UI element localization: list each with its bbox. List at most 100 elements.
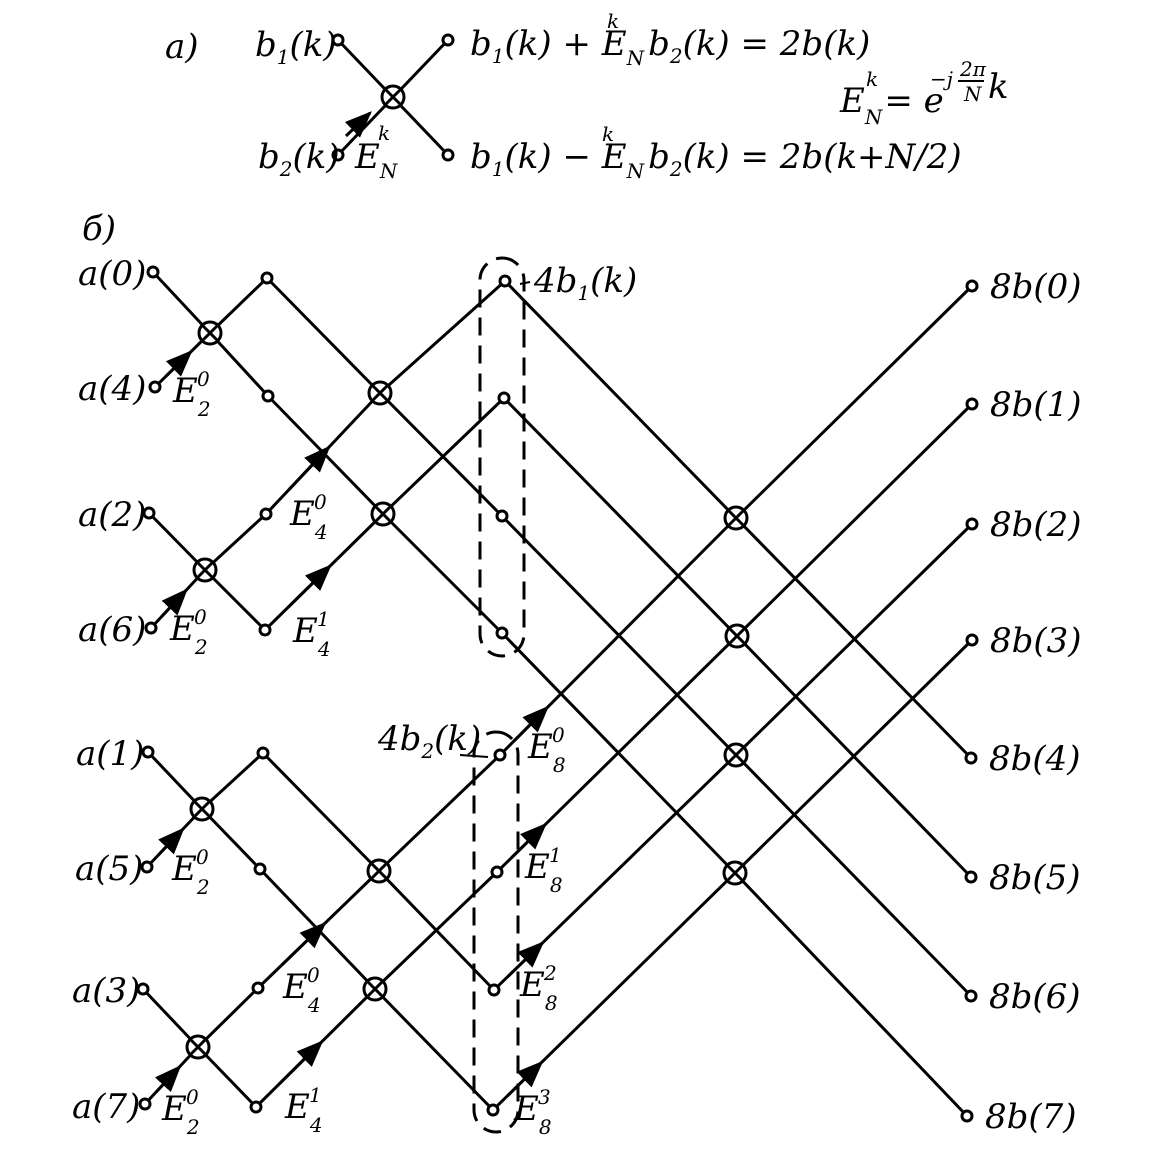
stage3-edge (735, 402, 974, 638)
input-node (142, 506, 156, 520)
output-node (965, 397, 979, 411)
stage3-twiddle-label-sup: 3 (538, 1085, 551, 1109)
stage2-node (498, 274, 512, 288)
twiddle-label: EN (354, 137, 399, 183)
stage3-edge (734, 522, 974, 757)
stage3-edge (733, 638, 974, 875)
stage1-edge (208, 276, 269, 335)
stage3-edge (500, 631, 737, 875)
stage3-edge (733, 871, 969, 1118)
input-node (331, 148, 345, 162)
stage2-node (487, 983, 501, 997)
twiddle-arrow (344, 111, 372, 138)
output-node (441, 148, 455, 162)
twiddle-sup: k (378, 121, 390, 145)
stage2-twiddle-arrow (287, 445, 331, 491)
stage3-twiddle-label: E8 (519, 965, 558, 1015)
group-label-leader (519, 281, 531, 285)
stage1-node (249, 1100, 263, 1114)
butterfly-multiplier (722, 860, 748, 886)
stage3-twiddle-arrow (513, 705, 550, 742)
stage1-edge (196, 1045, 258, 1109)
group-4b1-label: 4b1(k) (533, 261, 637, 305)
output-label: 8b(6) (989, 977, 1081, 1017)
stage2-twiddle-arrow (278, 1040, 324, 1085)
input-label: a(7) (72, 1087, 140, 1127)
stage3-edge (503, 279, 738, 520)
output-node (441, 33, 455, 47)
signal-flow-labels: a(0)a(4)a(2)a(6)a(1)a(5)a(3)a(7)8b(0)8b(… (72, 254, 1082, 1139)
input-label: a(0) (78, 254, 146, 294)
stage1-edge (203, 568, 267, 632)
stage2-twiddle-label-sup: 0 (314, 490, 327, 514)
stage1-node (256, 746, 270, 760)
svg-text:k: k (866, 67, 878, 91)
butterfly-multiplier (362, 976, 388, 1002)
stage2-node (497, 391, 511, 405)
stage3-edge (502, 396, 739, 638)
stage2-twiddle-label-sup: 0 (307, 963, 320, 987)
stage2-edge (265, 276, 382, 395)
stage1-twiddle-arrow (154, 1064, 182, 1094)
stage1-twiddle-arrow (160, 588, 188, 618)
svg-text:−j: −j (930, 67, 953, 91)
stage1-twiddle-label: E2 (171, 849, 210, 899)
signal-flow-nodes (136, 265, 979, 1123)
stage1-edge (146, 750, 204, 811)
stage1-twiddle-label-sup: 0 (196, 845, 209, 869)
stage1-twiddle-label: E2 (169, 609, 208, 659)
stage2-node (490, 865, 504, 879)
stage1-edge (200, 751, 265, 811)
butterfly-multiplier (366, 858, 392, 884)
stage1-twiddle-label-sup: 0 (186, 1085, 199, 1109)
stage3-edge (734, 284, 974, 520)
stage3-twiddle-arrow (507, 941, 545, 977)
input-node (146, 265, 160, 279)
stage3-twiddle-label: E8 (527, 727, 566, 777)
stage1-edge (141, 987, 200, 1049)
stage1-edge (208, 331, 270, 398)
twiddle-formula: EN= e k −j 2π N k (839, 57, 1009, 129)
stage1-edge (147, 511, 207, 572)
input-label: a(1) (76, 734, 144, 774)
stage1-edge (203, 512, 268, 572)
input-label: a(6) (78, 610, 146, 650)
stage3-twiddle-label-sup: 1 (549, 843, 562, 867)
stage2-twiddle-label-sup: 1 (317, 607, 330, 631)
stage3-edge (734, 753, 973, 998)
input-label: a(2) (78, 495, 146, 535)
output-node (965, 633, 979, 647)
output-label: 8b(7) (985, 1097, 1077, 1137)
stage1-twiddle-arrow (164, 350, 193, 378)
input-node (138, 1097, 152, 1111)
stage3-twiddle-arrow (510, 822, 547, 859)
output-node (964, 870, 978, 884)
stage2-edge (261, 751, 381, 873)
svg-text:EN= e: EN= e (839, 81, 944, 129)
stage2-twiddle-label: E4 (282, 967, 321, 1017)
butterfly-multiplier (370, 501, 396, 527)
group-label-leader (459, 754, 489, 758)
group-4b1-outline (478, 256, 526, 658)
stage2-edge (258, 867, 377, 991)
output-label: 8b(1) (990, 385, 1082, 425)
stage1-twiddle-label-sup: 0 (194, 605, 207, 629)
butterfly-multiplier (367, 380, 393, 406)
stage1-twiddle-label-sup: 0 (197, 367, 210, 391)
butterfly-multiplier (185, 1034, 211, 1060)
svg-text:k: k (988, 67, 1009, 107)
output-label: 8b(3) (990, 621, 1082, 661)
stage1-edge (196, 986, 260, 1049)
stage1-node (259, 507, 273, 521)
stage2-edge (266, 394, 385, 516)
svg-text:k: k (602, 122, 614, 146)
svg-text:k: k (607, 9, 619, 33)
stage2-node (495, 509, 509, 523)
stage1-twiddle-arrow (156, 827, 185, 857)
stage2-twiddle-arrow (287, 564, 332, 608)
part-a-nodes (331, 33, 455, 162)
butterfly-multiplier (723, 742, 749, 768)
